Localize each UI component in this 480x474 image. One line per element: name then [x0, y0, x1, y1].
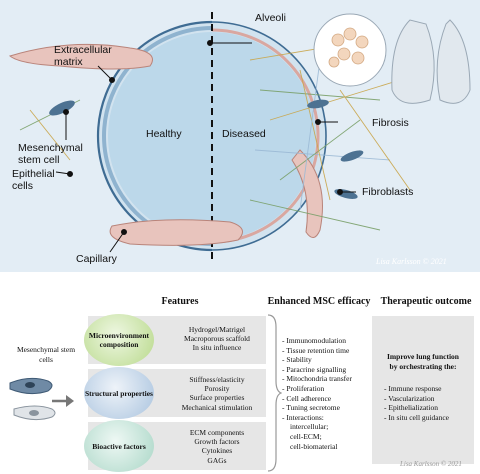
label-capillary: Capillary	[76, 253, 117, 265]
alveolus-drawing	[8, 12, 471, 262]
label-diseased: Diseased	[222, 128, 266, 140]
lung-right-lobe	[436, 19, 471, 104]
fibroblast-shape-2	[334, 189, 358, 199]
alveoli-zoom-circle	[313, 13, 387, 87]
feature-items-microenvironment: Hydrogel/Matrigel Macroporous scaffold I…	[184, 325, 250, 353]
efficacy-list: - Immunomodulation - Tissue retention ti…	[282, 336, 352, 451]
label-alveoli: Alveoli	[255, 12, 286, 24]
signature-bottom: Lisa Karlsson © 2021	[400, 460, 462, 468]
capillary-bottom	[109, 219, 243, 246]
feature-circle-bioactive: Bioactive factors	[84, 420, 154, 472]
feature-circle-structural: Structural properties	[84, 367, 154, 419]
diseased-epithelium	[211, 28, 320, 244]
feature-circle-microenvironment: Microenvironment composition	[84, 314, 154, 366]
arrow-head-icon	[66, 395, 74, 407]
outcome-box: Improve lung function by orchestrating t…	[372, 316, 474, 464]
fibroblast-shape-1	[340, 150, 364, 162]
fibrosis-fibers	[19, 39, 411, 231]
msc-label: Mesenchymal stem cells	[16, 345, 76, 364]
label-healthy: Healthy	[146, 128, 182, 140]
outcome-title: Therapeutic outcome	[380, 296, 472, 307]
feature-items-structural: Stiffness/elasticity Porosity Surface pr…	[181, 375, 253, 412]
efficacy-title: Enhanced MSC efficacy	[267, 296, 371, 307]
outcome-heading: Improve lung function by orchestrating t…	[387, 352, 459, 371]
label-epithelial-cells: Epithelial cells	[12, 168, 55, 192]
label-extracellular-matrix: Extracellular matrix	[54, 44, 112, 68]
capillary-top	[8, 43, 153, 70]
alveolus-illustration: Alveoli Extracellular matrix Mesenchymal…	[0, 0, 480, 272]
alveoli-cluster	[328, 27, 369, 68]
label-mesenchymal-stem-cell: Mesenchymal stem cell	[18, 142, 83, 166]
capillary-right	[291, 149, 323, 238]
signature-top: Lisa Karlsson © 2021	[376, 257, 447, 266]
msc-efficacy-panel: Features Enhanced MSC efficacy Therapeut…	[0, 283, 480, 474]
label-fibrosis: Fibrosis	[372, 117, 409, 129]
feature-items-bioactive: ECM components Growth factors Cytokines …	[189, 428, 245, 465]
leader-lines	[55, 40, 356, 253]
diseased-wall	[211, 21, 327, 251]
outcome-list: - Immune response - Vascularization - Ep…	[384, 384, 449, 422]
fibroblast-shape-3	[307, 99, 329, 109]
msc-cells-icon	[9, 377, 74, 421]
label-fibroblasts: Fibroblasts	[362, 186, 414, 198]
features-title: Features	[161, 296, 199, 307]
lung-left-lobe	[391, 19, 435, 104]
brace-icon	[267, 314, 282, 472]
mesenchymal-stem-cell-shape	[49, 100, 75, 116]
